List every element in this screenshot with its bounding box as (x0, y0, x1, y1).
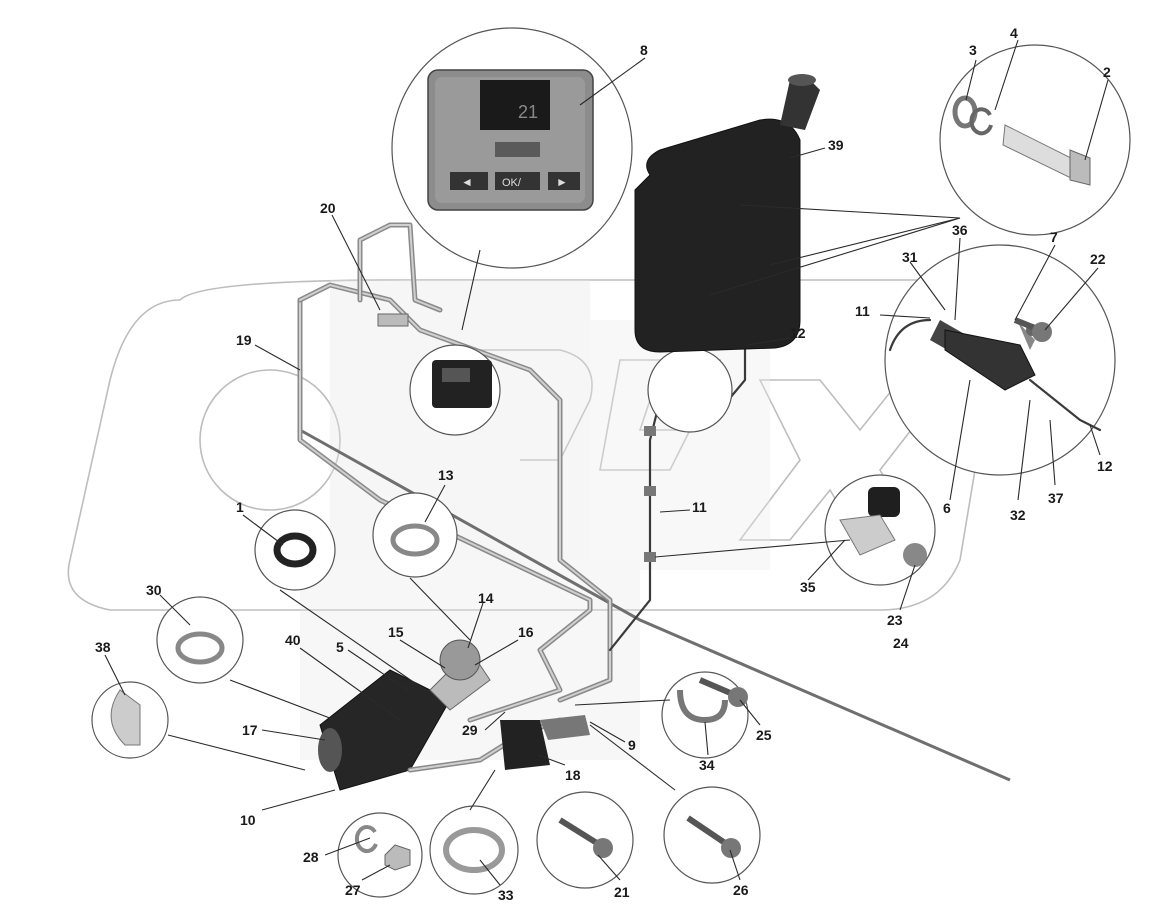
callout-10: 10 (240, 812, 256, 828)
inset-clamp-30 (156, 596, 244, 684)
panel-button-right: ► (556, 175, 568, 189)
washer-28 (354, 825, 378, 854)
panel-button-ok: OK/ (502, 177, 522, 189)
callout-16: 16 (518, 624, 534, 640)
inset-clamp-13 (372, 492, 458, 578)
clamp-33 (443, 827, 505, 873)
callout-4: 4 (1010, 25, 1018, 41)
screw-26 (686, 815, 741, 858)
inset-ring (254, 509, 336, 591)
callout-40: 40 (285, 632, 301, 648)
inset-screw-21 (536, 791, 634, 889)
cable-tie-38 (110, 689, 141, 746)
callout-20: 20 (320, 200, 336, 216)
callout-8: 8 (640, 42, 648, 58)
callout-7: 7 (1050, 229, 1058, 245)
callout-36: 36 (952, 222, 968, 238)
watermark-logo (67, 279, 993, 611)
callout-39: 39 (828, 137, 844, 153)
callout-12b: 12 (1097, 458, 1113, 474)
callout-3: 3 (969, 42, 977, 58)
callout-38: 38 (95, 639, 111, 655)
callout-11a: 11 (855, 303, 870, 319)
callout-5: 5 (336, 639, 344, 655)
wire-harness (357, 222, 443, 327)
circulation-pump (500, 715, 590, 770)
mounted-panel (432, 360, 492, 408)
callout-9: 9 (628, 737, 636, 753)
callout-6: 6 (943, 500, 951, 516)
screw-25 (698, 677, 748, 707)
callout-15: 15 (388, 624, 404, 640)
callout-19: 19 (236, 332, 252, 348)
callout-35: 35 (800, 579, 816, 595)
callout-13: 13 (438, 467, 454, 483)
callout-labels: 1 2 3 4 5 6 7 8 9 10 11 11 12 12 13 14 1… (95, 25, 1113, 903)
fuel-tank (634, 74, 820, 353)
callout-2: 2 (1103, 64, 1111, 80)
callout-31: 31 (902, 249, 918, 265)
nut-27 (384, 844, 411, 871)
clamp-30 (175, 631, 225, 665)
control-panel: 21 ◄ OK/ ► (427, 69, 594, 211)
callout-32: 32 (1010, 507, 1026, 523)
screw-21 (558, 817, 613, 858)
inset-connector (647, 347, 733, 433)
callout-29: 29 (462, 722, 478, 738)
callout-21: 21 (614, 884, 630, 900)
callout-33: 33 (498, 887, 514, 903)
callout-17: 17 (242, 722, 258, 738)
fitting-valve (839, 487, 927, 567)
callout-25: 25 (756, 727, 772, 743)
fuel-pump (888, 318, 1102, 432)
panel-button-left: ◄ (461, 175, 473, 189)
bracket-34 (677, 689, 728, 724)
ring-part (273, 532, 317, 568)
inset-clamp-33 (429, 805, 519, 895)
callout-14: 14 (478, 590, 494, 606)
callout-22: 22 (1090, 251, 1106, 267)
callout-18: 18 (565, 767, 581, 783)
callout-11b: 11 (692, 499, 707, 515)
callout-37: 37 (1048, 490, 1064, 506)
clamp-13 (390, 523, 440, 557)
callout-26: 26 (733, 882, 749, 898)
callout-34: 34 (699, 757, 715, 773)
panel-display-value: 21 (518, 102, 538, 122)
callout-1: 1 (236, 499, 244, 515)
callout-27: 27 (345, 882, 361, 898)
callout-23: 23 (887, 612, 903, 628)
leader-lines (167, 204, 961, 811)
callout-24: 24 (893, 635, 909, 651)
callout-12a: 12 (790, 325, 806, 341)
callout-28: 28 (303, 849, 319, 865)
callout-30: 30 (146, 582, 162, 598)
